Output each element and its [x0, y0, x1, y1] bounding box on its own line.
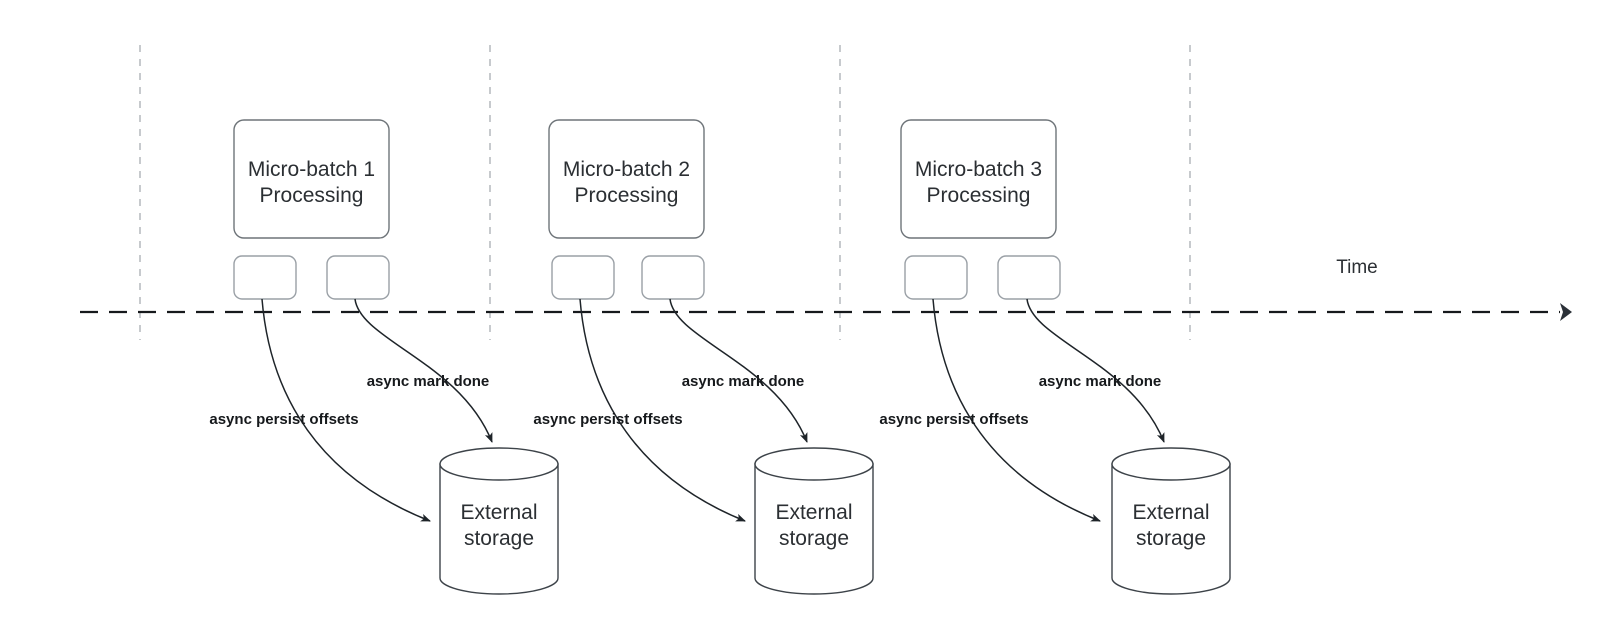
flow-async-persist-offsets — [932, 298, 1101, 522]
cylinder-top-ellipse — [1111, 447, 1231, 481]
persist-offsets-task-box[interactable] — [904, 255, 968, 300]
mark-done-task-box[interactable] — [997, 255, 1061, 300]
micro-batch-label-line1: Micro-batch 3 — [915, 158, 1042, 181]
flow-label-async-persist-offsets: async persist offsets — [533, 411, 682, 428]
mark-done-task-box[interactable] — [326, 255, 390, 300]
flow-async-mark-done — [669, 298, 808, 443]
micro-batch-box-rect[interactable] — [233, 119, 390, 239]
external-storage-label-line1: External — [1132, 501, 1209, 524]
micro-batch-box[interactable]: Micro-batch 3 Processing — [900, 119, 1057, 239]
flow-async-persist-offsets — [261, 298, 431, 522]
external-storage[interactable]: External storage — [1111, 447, 1231, 595]
timeline-axis — [80, 303, 1572, 321]
flow-label-async-mark-done: async mark done — [1039, 373, 1162, 390]
external-storage-label-line2: storage — [779, 527, 849, 550]
external-storage[interactable]: External storage — [754, 447, 874, 595]
flow-label-async-persist-offsets: async persist offsets — [879, 411, 1028, 428]
micro-batch-box-rect[interactable] — [548, 119, 705, 239]
external-storage-label-line1: External — [775, 501, 852, 524]
flow-label-async-persist-offsets: async persist offsets — [209, 411, 358, 428]
flow-async-mark-done — [354, 298, 493, 443]
micro-batch-label-line2: Processing — [927, 184, 1031, 207]
cylinder-top-ellipse — [439, 447, 559, 481]
external-storage-label-line2: storage — [1136, 527, 1206, 550]
cylinder-body[interactable] — [439, 463, 559, 595]
external-storage-label-line1: External — [460, 501, 537, 524]
micro-batch-box-rect[interactable] — [900, 119, 1057, 239]
time-axis-label: Time — [1336, 257, 1378, 278]
flow-label-async-mark-done: async mark done — [682, 373, 805, 390]
cylinder-body[interactable] — [754, 463, 874, 595]
flow-async-persist-offsets — [579, 298, 746, 522]
micro-batch-label-line1: Micro-batch 2 — [563, 158, 690, 181]
micro-batch-label-line1: Micro-batch 1 — [248, 158, 375, 181]
micro-batch-label-line2: Processing — [260, 184, 364, 207]
cylinder-top-ellipse — [754, 447, 874, 481]
cylinder-body[interactable] — [1111, 463, 1231, 595]
micro-batch-box[interactable]: Micro-batch 2 Processing — [548, 119, 705, 239]
timeline-arrowhead — [1560, 303, 1572, 321]
external-storage[interactable]: External storage — [439, 447, 559, 595]
external-storage-label-line2: storage — [464, 527, 534, 550]
flow-async-mark-done — [1026, 298, 1165, 443]
persist-offsets-task-box[interactable] — [233, 255, 297, 300]
persist-offsets-task-box[interactable] — [551, 255, 615, 300]
mark-done-task-box[interactable] — [641, 255, 705, 300]
micro-batch-box[interactable]: Micro-batch 1 Processing — [233, 119, 390, 239]
flow-label-async-mark-done: async mark done — [367, 373, 490, 390]
micro-batch-label-line2: Processing — [575, 184, 679, 207]
